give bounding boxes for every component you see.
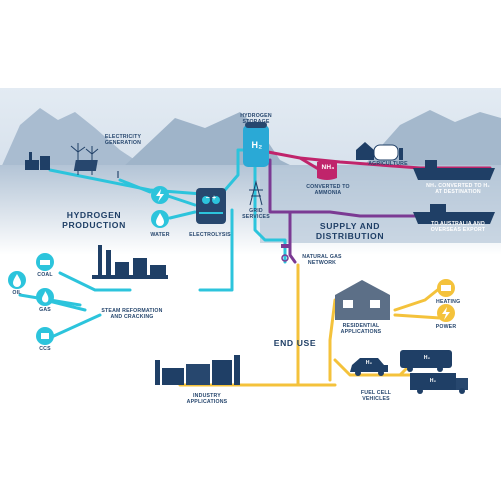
nh3-symbol: NH₃	[321, 164, 335, 171]
fuel-cell-car-icon	[350, 358, 388, 376]
grid-pylon-icon	[249, 180, 263, 206]
h2-pipe-generation	[48, 168, 217, 197]
fuel-cell-vehicles-label: FUEL CELL VEHICLES	[360, 390, 392, 402]
industry-applications-label: INDUSTRY APPLICATIONS	[186, 393, 228, 405]
h2-bus-symbol: H₂	[423, 355, 431, 361]
residential-applications-label: RESIDENTIAL APPLICATIONS	[340, 323, 382, 335]
gas-pipe-power	[393, 313, 442, 320]
pipeline-valve-icon	[281, 244, 289, 262]
hydrogen-storage-tank-icon	[243, 122, 269, 167]
natural-gas-network-label: NATURAL GAS NETWORK	[302, 254, 342, 266]
oil-label: OIL	[12, 290, 22, 296]
h2-truck-symbol: H₂	[429, 378, 437, 384]
heating-label: HEATING	[436, 299, 461, 305]
electrolyser-icon	[196, 188, 226, 224]
hydrogen-storage-label: HYDROGEN STORAGE	[240, 113, 272, 125]
house-icon	[335, 280, 390, 320]
ccs-label: CCS	[39, 346, 51, 352]
refinery-icon	[92, 245, 168, 279]
power-label: POWER	[435, 324, 457, 330]
water-label: WATER	[150, 232, 170, 238]
gas-pipe-heating	[393, 286, 442, 312]
h2-pipe-coal	[58, 271, 132, 292]
solar-panel-icon	[73, 160, 119, 178]
grid-services-label: GRID SERVICES	[242, 208, 270, 220]
nh3-converted-label: NH₃ CONVERTED TO H₂ AT DESTINATION	[426, 183, 490, 195]
converted-to-ammonia-label: CONVERTED TO AMMONIA	[306, 184, 350, 196]
h2-tank-symbol: H₂	[251, 140, 263, 150]
fuel-cell-truck-icon	[410, 373, 468, 394]
ammonia-tank-icon	[317, 160, 337, 180]
heating-icon	[437, 279, 455, 297]
oil-drop-icon	[8, 271, 26, 289]
agriculture-barn-icon	[356, 142, 403, 161]
ccs-icon	[36, 327, 54, 345]
h2-pipe-water	[168, 210, 197, 220]
fuel-cell-bus-icon	[400, 350, 452, 372]
power-bolt-icon	[437, 304, 455, 322]
flame-icon	[36, 288, 54, 306]
supply-distribution-heading: SUPPLY AND DISTRIBUTION	[315, 221, 385, 241]
h2-pipe-solar	[118, 178, 152, 194]
electricity-generation-label: ELECTRICITY GENERATION	[104, 134, 142, 146]
pipelines	[18, 148, 492, 387]
nh3-pipe-branch	[298, 156, 322, 172]
mountain-left	[0, 108, 150, 170]
hydrogen-production-heading: HYDROGEN PRODUCTION	[62, 210, 126, 230]
gas-label: GAS	[39, 307, 51, 313]
h2-pipe-ccs	[43, 313, 102, 342]
electrolyser-symbol: − +	[205, 195, 217, 202]
electrolysis-label: ELECTROLYSIS	[189, 232, 231, 238]
h2-pipe-bolt	[166, 194, 197, 207]
industry-factory-icon	[155, 355, 240, 385]
lightning-bolt-icon	[151, 186, 169, 204]
sea	[260, 168, 501, 243]
end-use-heading: END USE	[273, 338, 317, 348]
ship-icon	[413, 160, 495, 224]
coal-cart-icon	[36, 253, 54, 271]
h2-car-symbol: H₂	[365, 360, 373, 366]
coal-label: COAL	[37, 272, 53, 278]
water-drop-icon	[151, 210, 169, 228]
agriculture-label: AGRICULTURE	[368, 161, 408, 167]
gas-pipe-residential	[328, 298, 337, 382]
village-icon	[25, 152, 50, 170]
steam-reformation-label: STEAM REFORMATION AND CRACKING	[101, 308, 163, 320]
h2-pipe-reform	[198, 208, 234, 292]
export-label: TO AUSTRALIA AND OVERSEAS EXPORT	[430, 221, 486, 233]
